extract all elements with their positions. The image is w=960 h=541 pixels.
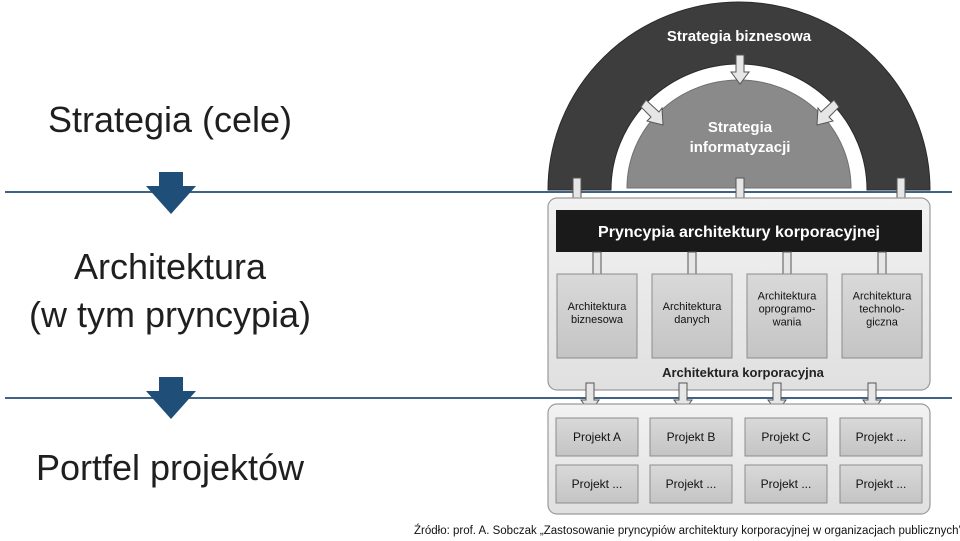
architecture-box-label: danych [674,314,709,326]
project-box-label: Projekt C [761,430,811,444]
project-box-label: Projekt ... [856,430,907,444]
principles-bar [556,210,922,252]
architecture-box-label: Architektura [663,301,723,313]
stage-label-architektura-line1: Architektura [73,246,267,287]
strategy-business-arch [547,1,931,191]
project-box [839,464,923,504]
architecture-boxes: ArchitekturabiznesowaArchitekturadanychA… [556,251,923,359]
separator-line-top [5,191,952,193]
project-box [649,464,733,504]
stage-label-architektura-line2: (w tym pryncypia) [28,294,312,335]
stage-label-strategia: Strategia (cele) [47,99,293,140]
project-box [555,417,639,457]
arrow-icon [816,99,840,126]
project-box [555,464,639,504]
project-box-label: Projekt ... [761,477,812,491]
project-box-label: Projekt B [667,430,716,444]
architecture-box [746,273,828,359]
separator-line-bottom [5,397,952,399]
down-arrow-icon [146,377,196,419]
architecture-box-label: wania [772,317,803,329]
architecture-box [651,273,733,359]
arrow-icon [730,54,750,85]
source-note: Źródło: prof. A. Sobczak „Zastosowanie p… [414,525,960,537]
arc-inner-line1: Strategia [708,119,773,136]
architecture-box-label: technolo- [859,304,905,316]
principles-bar-label: Pryncypia architektury korporacyjnej [598,224,880,241]
project-box-label: Projekt ... [666,477,717,491]
project-box [744,464,828,504]
architecture-box-label: Architektura [758,291,818,303]
architecture-box-label: giczna [866,317,899,329]
architecture-box-label: Architektura [568,301,628,313]
architecture-box [556,273,638,359]
arrow-icon [640,99,664,126]
stage-label-architektura: Architektura (w tym pryncypia) [0,243,340,339]
corporate-architecture-label: Architektura korporacyjna [662,365,825,380]
projects-panel [547,403,931,515]
architecture-box-label: biznesowa [571,314,624,326]
project-boxes: Projekt A Projekt B Projekt C Projekt ... Pr… [555,417,923,504]
project-box [839,417,923,457]
project-box-label: Projekt ... [572,477,623,491]
project-box-label: Projekt A [573,430,621,444]
arch-arrows [640,54,840,126]
architecture-box-label: oprogramo- [759,304,816,316]
project-box [649,417,733,457]
arc-outer-title: Strategia biznesowa [667,28,812,45]
project-box [744,417,828,457]
stage-label-portfel: Portfel projektów [35,447,305,488]
architecture-box-label: Architektura [853,291,913,303]
arc-inner-line2: informatyzacji [690,139,791,156]
down-arrow-icon [146,172,196,214]
project-box-label: Projekt ... [856,477,907,491]
architecture-box [841,273,923,359]
